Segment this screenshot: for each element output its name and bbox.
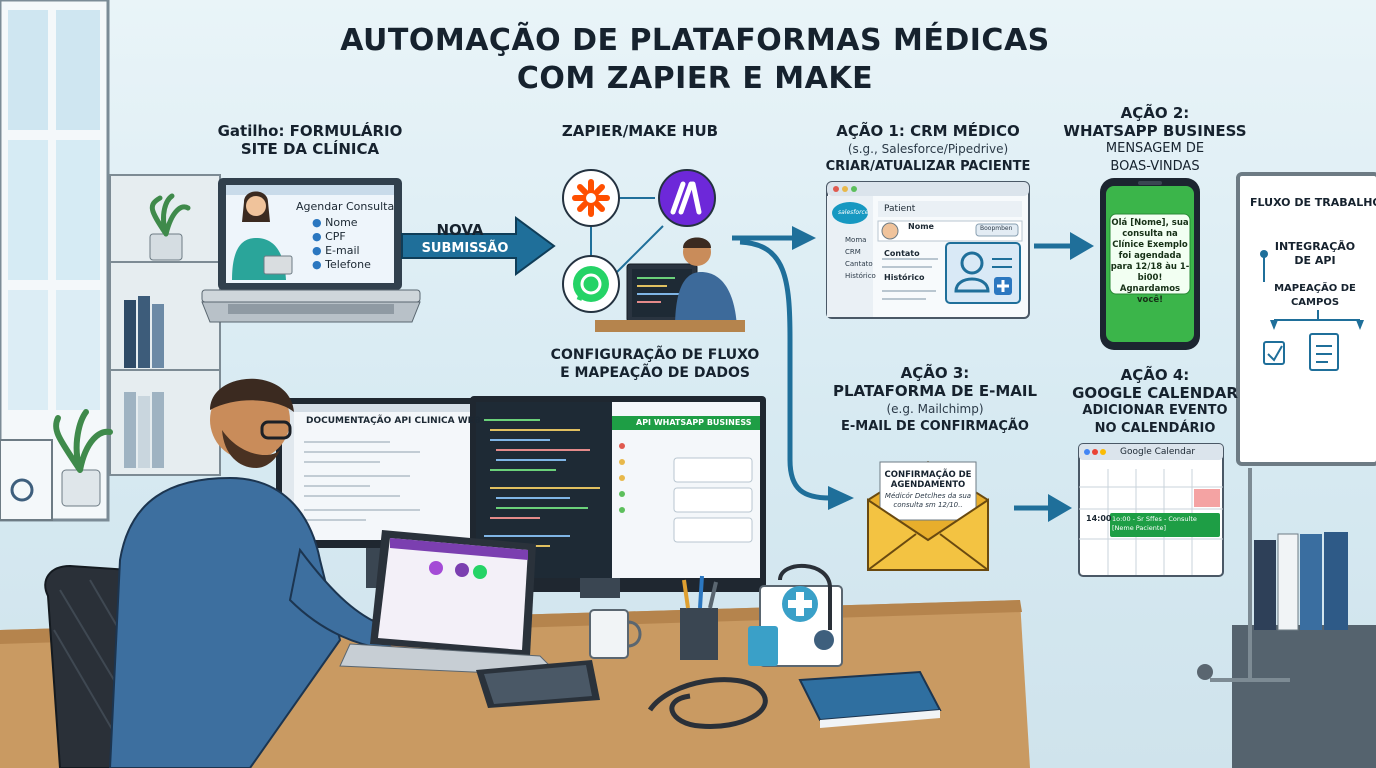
crm-window [826, 181, 1030, 319]
calendar-time: 14:00 [1086, 514, 1112, 523]
email-envelope [867, 460, 989, 571]
action2-label: AÇÃO 2: WHATSAPP BUSINESS MENSAGEM DE BO… [1063, 104, 1247, 174]
calendar-window [1078, 443, 1224, 577]
whiteboard-item-campos: MAPEAÇÃO DE CAMPOS [1274, 283, 1356, 308]
calendar-event: 1o:00 - Sr Sffes - Consulte [Neme Pacien… [1112, 515, 1197, 532]
trigger-label: Gatilho: FORMULÁRIO SITE DA CLÍNICA [217, 122, 403, 158]
whiteboard [1236, 172, 1376, 466]
whatsapp-phone [1100, 178, 1200, 350]
action1-label: AÇÃO 1: CRM MÉDICO (s.g., Salesforce/Pip… [825, 122, 1031, 174]
nova-submissao-arrow [401, 216, 556, 276]
calendar-window-title: Google Calendar [1120, 447, 1196, 457]
arrow-to-whatsapp [1034, 232, 1094, 260]
desk-monitors [276, 396, 766, 598]
developer-foreground [44, 378, 942, 768]
crm-menu-item: Moma [845, 236, 867, 244]
whiteboard-title: FLUXO DE TRABALHO [1250, 196, 1376, 209]
hub-graphic [562, 169, 745, 332]
flow-arrows [732, 226, 854, 510]
action4-label: AÇÃO 4: GOOGLE CALENDAR ADICIONAR EVENTO… [1072, 366, 1238, 436]
crm-field-nome: Nome [908, 222, 934, 231]
email-letter-body: Médicór Detclhes da sua consulta sm 12/1… [884, 492, 972, 509]
crm-menu-item: Histórico [845, 272, 876, 280]
action3-label: AÇÃO 3: PLATAFORMA DE E-MAIL (e.g. Mailc… [832, 364, 1038, 434]
crm-menu-item: Cantato [845, 260, 873, 268]
monitor-left-title: DOCUMENTAÇÃO API CLINICA WEB [306, 416, 481, 426]
form-field-item: ● CPF [312, 230, 346, 243]
form-title: Agendar Consulta [296, 200, 395, 213]
email-letter-title: CONFIRMAÇÃO DE AGENDAMENTO [884, 470, 972, 490]
form-fields: ● Nome ● CPF ● E-mail ● Telefone [312, 216, 371, 272]
trigger-laptop [201, 178, 421, 323]
crm-menu: Moma CRM Cantato Histórico [845, 234, 876, 282]
crm-field-contato: Contato [884, 249, 920, 258]
crm-menu-item: CRM [845, 248, 861, 256]
arrow-to-calendar [1014, 494, 1072, 522]
page-title: AUTOMAÇÃO DE PLATAFORMAS MÉDICAS COM ZAP… [340, 23, 1050, 96]
monitor-right-title: API WHATSAPP BUSINESS [636, 418, 752, 427]
crm-window-title: Patient [884, 204, 916, 214]
nova-label: NOVA [436, 221, 484, 239]
hub-config-label: CONFIGURAÇÃO DE FLUXO E MAPEAÇÃO DE DADO… [550, 347, 760, 381]
submissao-label: SUBMISSÃO [421, 241, 509, 256]
form-field-item: ● E-mail [312, 244, 360, 257]
crm-field-button: Boopmben [980, 225, 1013, 232]
crm-brand: salesforce [838, 209, 869, 216]
whatsapp-message: Olá [Nome], sua consulta na Clínice Exem… [1110, 218, 1190, 305]
whiteboard-item-api: INTEGRAÇÃO DE API [1274, 240, 1356, 267]
hub-label: ZAPIER/MAKE HUB [561, 122, 719, 140]
form-field-item: ● Nome [312, 216, 358, 229]
crm-field-historico: Histórico [884, 273, 925, 282]
form-field-item: ● Telefone [312, 258, 371, 271]
